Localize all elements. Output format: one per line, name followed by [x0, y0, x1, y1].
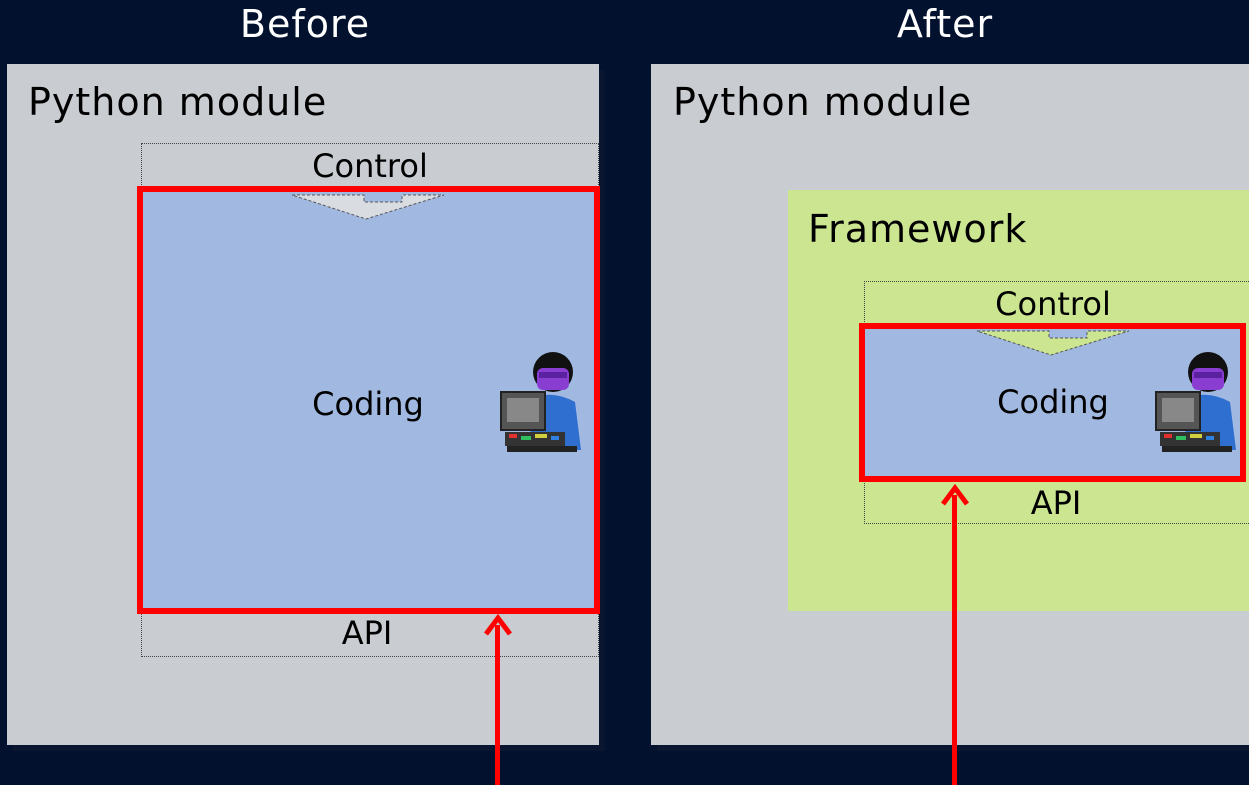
after-heading: After: [896, 2, 994, 46]
after-api-label: API: [1030, 484, 1082, 522]
after-coding-label: Coding: [997, 383, 1109, 421]
before-coding-label: Coding: [312, 385, 424, 423]
after-control-label: Control: [995, 285, 1111, 323]
before-heading: Before: [239, 2, 371, 46]
before-module-title: Python module: [28, 80, 328, 124]
after-control-arrow: [976, 330, 1130, 356]
after-arrow-head: [941, 483, 969, 506]
before-arrow-head: [484, 613, 512, 636]
before-control-arrow-overlay: [291, 194, 445, 220]
before-api-label: API: [341, 614, 393, 652]
after-module-title: Python module: [673, 80, 973, 124]
programmer-icon: [1155, 352, 1236, 452]
programmer-icon: [500, 352, 581, 452]
after-framework-label: Framework: [808, 207, 1028, 251]
before-control-label: Control: [312, 147, 428, 185]
after-arrow-shaft: [952, 495, 957, 785]
before-arrow-shaft: [495, 625, 500, 785]
